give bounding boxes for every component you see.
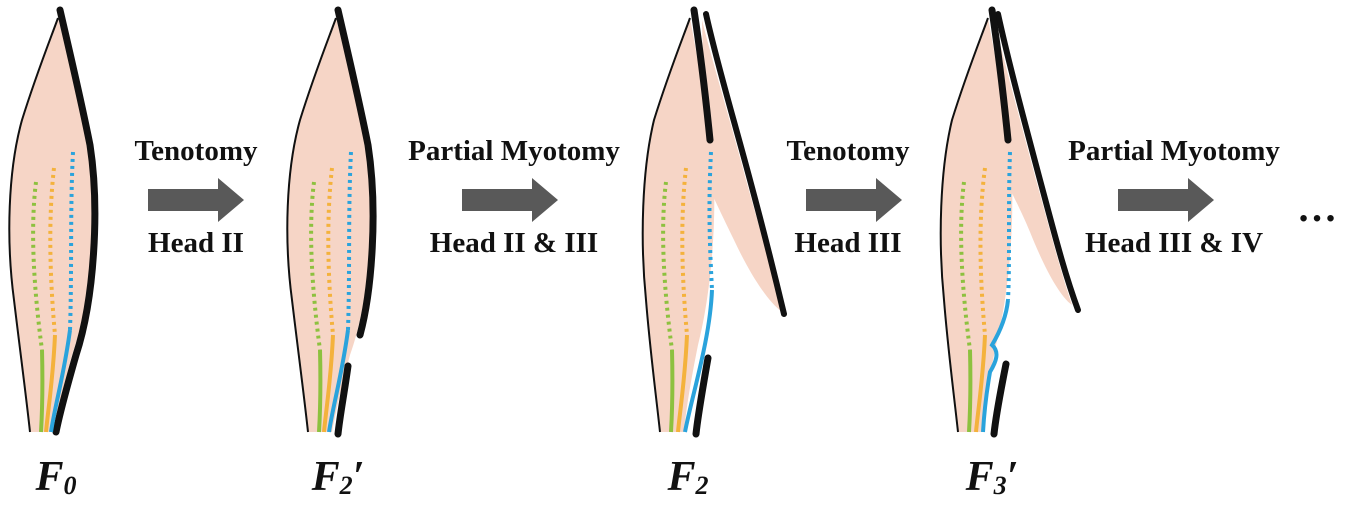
target-head-label: Head III (794, 229, 901, 258)
target-head-label: Head II & III (430, 229, 598, 258)
tendon-green (671, 350, 672, 432)
muscle-stage-f2-prime (287, 10, 373, 434)
transition-arrow (462, 178, 558, 222)
cut-tendon-stump (994, 364, 1006, 434)
stage-label-f3-prime: F3′ (966, 456, 1019, 498)
muscle-stage-f3-prime (941, 10, 1078, 434)
transition-arrow (148, 178, 244, 222)
transition-arrow (1118, 178, 1214, 222)
muscle-stage-f2 (643, 10, 784, 434)
target-head-label: Head III & IV (1085, 229, 1263, 258)
stage-label-f2: F2 (667, 456, 708, 498)
procedure-label: Tenotomy (787, 137, 910, 166)
procedure-label: Tenotomy (135, 137, 258, 166)
tendon-green (319, 350, 320, 432)
muscle-stage-f0 (9, 10, 94, 432)
tendon-green (41, 350, 42, 432)
tendon-green (969, 350, 970, 432)
target-head-label: Head II (148, 229, 244, 258)
stage-label-f0: F0 (35, 456, 76, 498)
procedure-label: Partial Myotomy (408, 137, 620, 166)
procedure-label: Partial Myotomy (1068, 137, 1280, 166)
continuation-ellipsis: … (1297, 188, 1339, 228)
transition-arrow (806, 178, 902, 222)
stage-label-f2-prime: F2′ (312, 456, 365, 498)
